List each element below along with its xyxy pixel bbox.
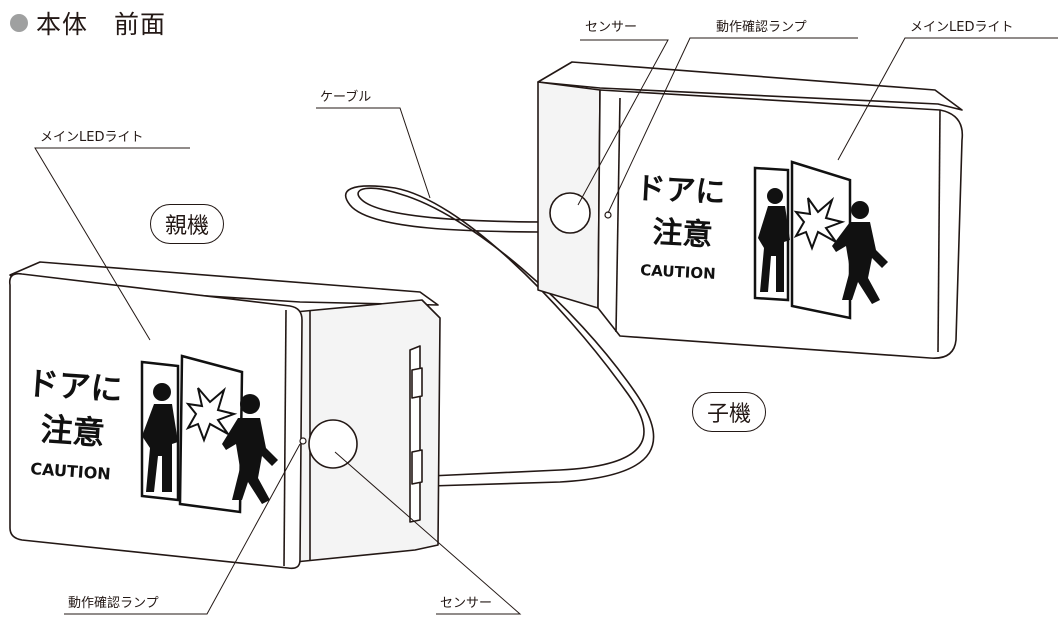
child-sign-line1: ドアに — [635, 171, 727, 211]
child-unit — [537, 61, 964, 359]
callout-indicator-parent: 動作確認ランプ — [68, 596, 159, 611]
leader-lines — [34, 37, 1058, 615]
child-sensor — [549, 192, 591, 234]
cable — [344, 185, 655, 487]
callout-main-led-child: メインLEDライト — [910, 20, 1014, 35]
child-door-graphic — [753, 160, 852, 320]
callout-sensor-parent: センサー — [440, 596, 493, 611]
parent-indicator-lamp — [299, 437, 307, 445]
parent-sign-line1: ドアに — [25, 364, 123, 409]
parent-sensor — [308, 419, 358, 469]
parent-unit-label: 親機 — [150, 204, 225, 244]
callout-main-led-parent: メインLEDライト — [40, 130, 144, 145]
parent-sign-line2: 注意 — [39, 410, 106, 452]
child-sign-line2: 注意 — [652, 215, 714, 253]
bullet-icon — [10, 14, 28, 32]
child-sign-caption: CAUTION — [640, 261, 716, 283]
child-warning-figures — [758, 188, 888, 304]
callout-indicator-child: 動作確認ランプ — [716, 20, 807, 35]
callout-sensor-child: センサー — [585, 20, 638, 35]
section-title: 本体 前面 — [36, 10, 167, 39]
section-heading: 本体 前面 — [10, 6, 166, 40]
parent-door-graphic — [140, 354, 244, 514]
child-unit-label: 子機 — [692, 392, 767, 432]
callout-cable: ケーブル — [320, 90, 372, 105]
parent-warning-figures — [142, 383, 278, 504]
